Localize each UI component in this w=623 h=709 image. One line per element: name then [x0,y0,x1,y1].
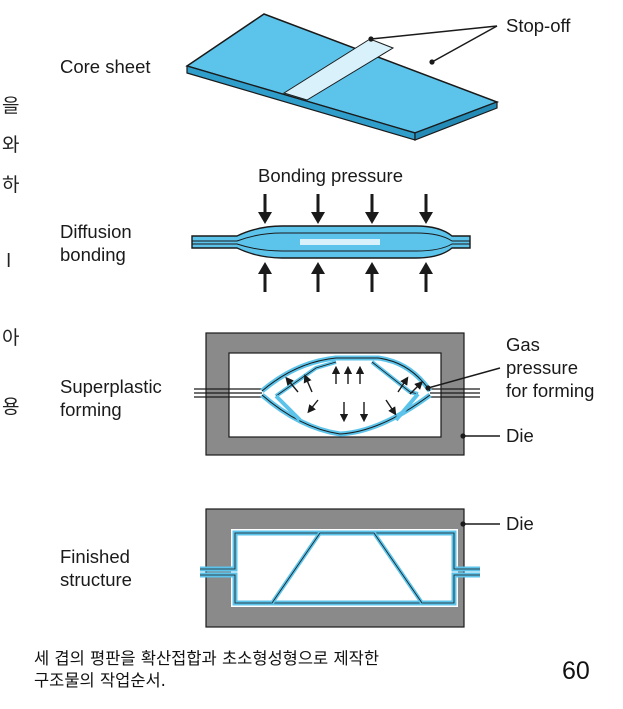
left-text-fragment: 용 [2,396,20,418]
gas-pressure-label: Gas pressure for forming [506,334,595,401]
superplastic-forming-stage [194,332,501,456]
stop-off-layer [300,239,380,245]
die-label-finished: Die [506,513,534,534]
finished-structure-label: Finished structure [60,546,132,590]
diffusion-bonding-label: Diffusion bonding [60,221,132,265]
die-label: Die [506,425,534,446]
left-text-fragment: 하 [2,174,20,196]
diffusion-bonding-stage [191,194,471,292]
stop-off-band [282,38,395,101]
die-cavity-finished [231,529,458,607]
bonding-pressure-label: Bonding pressure [258,165,404,186]
core-sheet-edge-right [414,101,498,141]
page-number: 60 [562,657,590,685]
left-text-fragment: 을 [2,95,20,117]
left-text-fragment: 와 [2,134,20,156]
left-text-fragment: l [6,250,12,272]
core-sheet-stage [185,13,500,141]
bonding-pressure-arrows-up [258,262,433,292]
left-text-fragment: 아 [2,327,20,349]
gas-pressure-arrows [285,365,423,423]
core-sheet-label: Core sheet [60,56,151,77]
superplastic-forming-label: Superplastic forming [60,376,162,420]
bonding-pressure-arrows-down [258,194,433,224]
stop-off-label: Stop-off [506,15,571,36]
finished-structure-stage [200,508,500,628]
figure-caption: 세 겹의 평판을 확산접합과 초소형성형으로 제작한 구조물의 작업순서. [34,649,380,690]
